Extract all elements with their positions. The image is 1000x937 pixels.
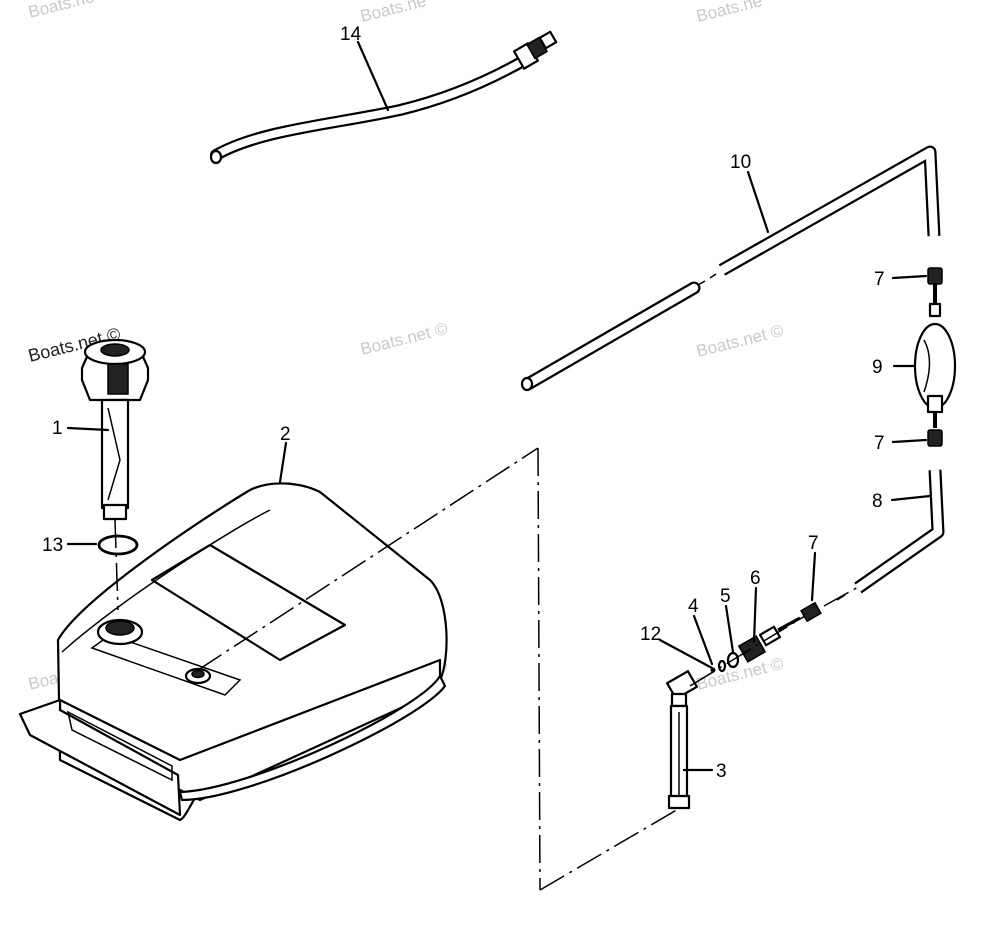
watermark: Boats.ne <box>26 0 96 22</box>
watermark: Boats.ne <box>358 0 428 26</box>
callout-14: 14 <box>340 24 362 45</box>
fuel-tank <box>18 482 448 822</box>
callout-7c: 7 <box>808 533 819 554</box>
callout-7b: 7 <box>874 433 885 454</box>
watermark: Boats.ne <box>694 0 764 26</box>
fuel-line-long <box>520 145 941 392</box>
leader-lines <box>66 40 932 772</box>
callout-8: 8 <box>872 491 883 512</box>
assembly-lines <box>114 447 861 891</box>
o-ring <box>97 534 139 556</box>
callout-4: 4 <box>688 596 699 617</box>
callout-13: 13 <box>42 535 63 556</box>
watermark: Boats.net © <box>694 654 785 694</box>
primer-bulb-assembly <box>836 267 957 601</box>
callout-6: 6 <box>750 568 761 589</box>
fuel-line-connector <box>209 30 558 165</box>
callout-3: 3 <box>716 761 727 782</box>
callout-5: 5 <box>720 586 731 607</box>
callout-10: 10 <box>730 152 751 173</box>
callout-12: 12 <box>640 624 661 645</box>
watermark: Boats.net © <box>694 321 785 361</box>
fuel-gauge-cap <box>80 338 150 521</box>
callout-7a: 7 <box>874 269 885 290</box>
callout-labels: 1 2 3 4 5 6 7 7 7 8 9 10 12 13 14 <box>42 24 885 782</box>
callout-1: 1 <box>52 418 63 439</box>
tank-fitting-assembly <box>666 601 822 810</box>
callout-9: 9 <box>872 357 883 378</box>
watermark: Boats.net © <box>358 319 449 359</box>
callout-2: 2 <box>280 424 291 445</box>
